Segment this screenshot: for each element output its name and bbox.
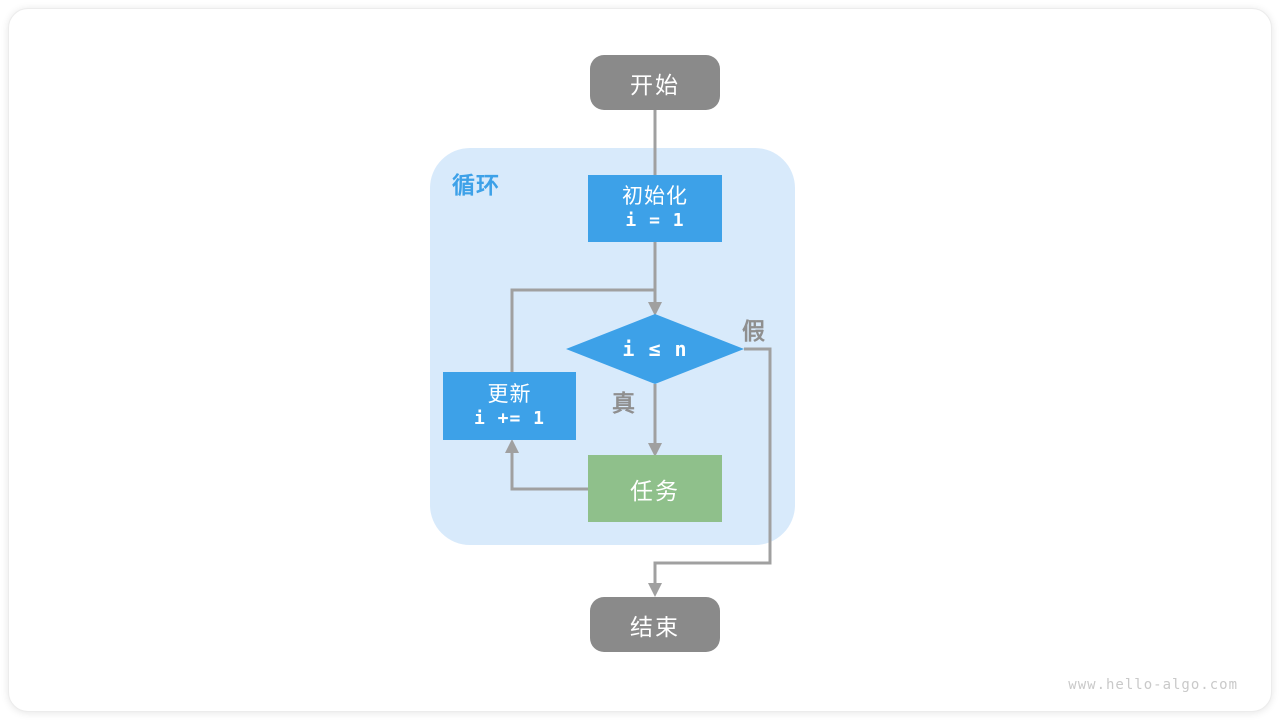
task-node: 任务 bbox=[588, 455, 722, 522]
update-node-title: 更新 bbox=[487, 382, 532, 406]
end-node: 结束 bbox=[590, 597, 720, 652]
branch-true-label: 真 bbox=[612, 390, 635, 416]
start-node: 开始 bbox=[590, 55, 720, 110]
update-node: 更新 i += 1 bbox=[443, 372, 576, 440]
loop-scope-label: 循环 bbox=[452, 172, 500, 198]
update-node-code: i += 1 bbox=[473, 407, 546, 429]
init-node-title: 初始化 bbox=[622, 185, 688, 209]
init-node-code: i = 1 bbox=[625, 210, 685, 232]
end-node-label: 结束 bbox=[630, 613, 680, 640]
condition-node: i ≤ n bbox=[566, 314, 744, 384]
condition-node-code: i ≤ n bbox=[622, 337, 688, 361]
branch-false-label: 假 bbox=[742, 318, 765, 344]
start-node-label: 开始 bbox=[630, 71, 680, 98]
site-watermark: www.hello-algo.com bbox=[1068, 677, 1238, 693]
init-node: 初始化 i = 1 bbox=[588, 175, 722, 242]
task-node-label: 任务 bbox=[630, 477, 680, 504]
